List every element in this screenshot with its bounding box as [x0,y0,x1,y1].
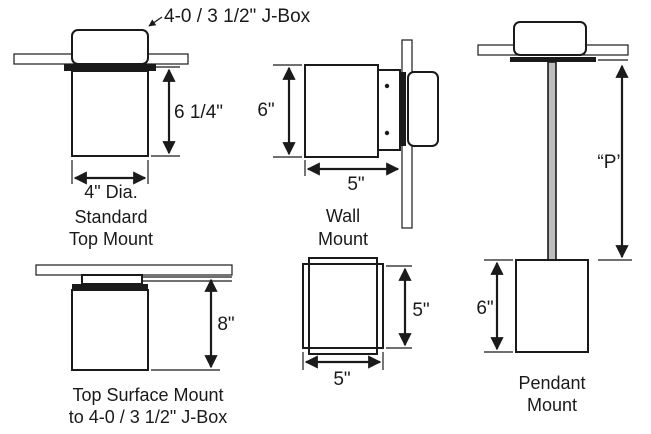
surface-title-line2: to 4-0 / 3 1/2" J-Box [69,407,227,427]
fixture-body [304,64,379,158]
pendant-height-label: 6" [476,298,493,319]
mount-plate [64,64,156,71]
std-title-line2: Top Mount [69,229,153,249]
std-title-line1: Standard [74,207,147,227]
standard-top-mount [13,16,189,185]
wall-title-line1: Wall [326,206,360,226]
surface-height-label: 8" [217,314,234,335]
square-width-label: 5" [333,369,350,390]
pendant-p-label: “P’ [597,152,620,173]
wall-title-line2: Mount [318,229,368,249]
top-surface-mount [35,264,233,371]
fixture-body [71,289,149,371]
jbox [513,21,587,56]
mount-plate [400,72,406,146]
std-height-label: 6 1/4" [174,102,223,123]
pendant-mount [477,21,632,353]
wall-mount [273,39,439,229]
pendant-stem [547,61,557,261]
jbox [71,29,149,65]
pendant-title-line1: Pendant [518,373,585,393]
mount-plate [72,284,148,290]
surface-box [81,274,143,285]
wall-width-label: 5" [347,174,364,195]
std-dia-label: 4" Dia. [84,182,137,202]
ceiling-hatch [35,264,233,276]
pendant-title-line2: Mount [527,395,577,415]
fixture-body [71,70,149,157]
jbox-leader [148,16,163,27]
square-inner [308,257,378,355]
fixture-body [515,259,589,353]
square-plan-view [302,257,412,370]
jbox-label: 4-0 / 3 1/2" J-Box [164,6,311,27]
square-outer [302,263,384,349]
square-height-label: 5" [412,300,429,321]
screw [384,130,390,136]
screw [384,83,390,89]
wall-height-label: 6" [257,100,274,121]
jbox [407,71,439,147]
mount-arm [377,69,401,151]
canopy [510,57,596,62]
surface-title-line1: Top Surface Mount [72,385,223,405]
